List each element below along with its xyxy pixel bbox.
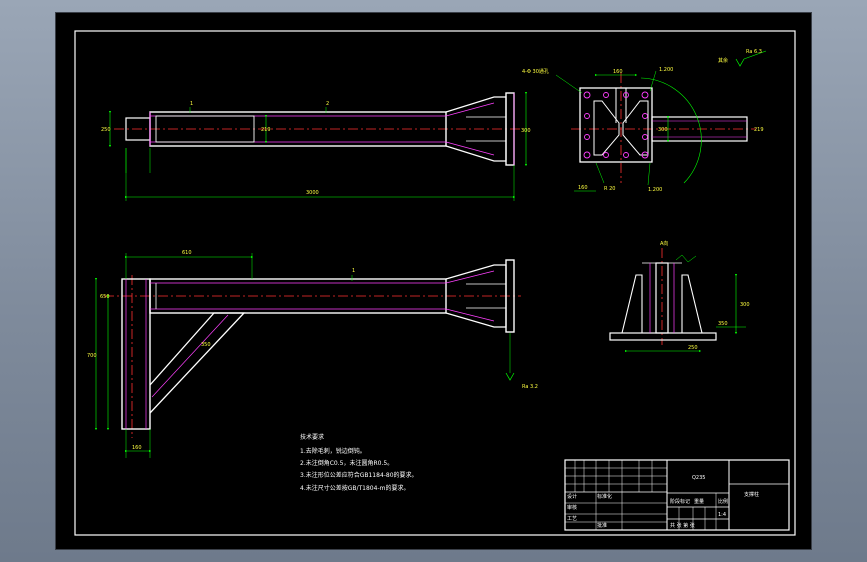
scale-value: 1:4 bbox=[718, 512, 726, 518]
vertical-column bbox=[121, 278, 151, 430]
front-view: 610 700 650 160 350 1 Ra 3.2 bbox=[87, 250, 538, 458]
cad-drawing: 3000 250 219 300 1 2 bbox=[74, 30, 796, 536]
front-marker-1: 1 bbox=[352, 268, 355, 274]
left-height-label: 250 bbox=[101, 127, 111, 133]
process-label: 工艺 bbox=[567, 516, 577, 522]
front-bottom-dim: 160 bbox=[132, 445, 142, 451]
detail-view: A向 300 250 350 bbox=[609, 240, 750, 353]
top-view: 3000 250 219 300 1 2 bbox=[101, 91, 531, 201]
material-label: Q235 bbox=[692, 475, 705, 481]
marker-2: 2 bbox=[326, 101, 329, 107]
front-top-length: 610 bbox=[182, 250, 192, 256]
insert-sleeve bbox=[155, 115, 255, 143]
brace-label: 350 bbox=[201, 342, 211, 348]
front-inner-height: 650 bbox=[100, 294, 110, 300]
standard-label: 标准化 bbox=[597, 493, 612, 500]
end-side-dim: 300 bbox=[658, 127, 668, 133]
stage-label: 阶段标记 bbox=[670, 498, 690, 505]
weight-label: 重量 bbox=[694, 498, 704, 505]
designer-label: 设计 bbox=[567, 493, 577, 500]
front-roughness: Ra 3.2 bbox=[522, 384, 538, 390]
drawing-sheet: 3000 250 219 300 1 2 bbox=[56, 13, 811, 549]
end-note-top-right: 1.200 bbox=[659, 67, 673, 73]
right-height-label: 300 bbox=[521, 128, 531, 134]
roughness-value: Ra 6.3 bbox=[746, 49, 762, 55]
end-right-dim: 219 bbox=[754, 127, 764, 133]
end-note-bottom-right: 1.200 bbox=[648, 187, 662, 193]
approval-label: 批准 bbox=[597, 522, 607, 529]
stub-tube bbox=[651, 116, 748, 142]
front-left-height: 700 bbox=[87, 353, 97, 359]
tech-title: 技术要求 bbox=[300, 433, 324, 441]
bolt-holes bbox=[583, 91, 649, 159]
scale-label: 比例 bbox=[718, 498, 728, 505]
end-bottom-dim: 160 bbox=[578, 185, 588, 191]
detail-base-width: 350 bbox=[718, 321, 728, 327]
front-flange bbox=[505, 259, 515, 333]
end-width-label: 160 bbox=[613, 69, 623, 75]
tech-line-2: 2.未注倒角C0.5，未注圆角R0.5。 bbox=[300, 459, 393, 467]
detail-base bbox=[609, 332, 717, 341]
tech-line-1: 1.去除毛刺，锐边倒钝。 bbox=[300, 447, 366, 455]
sheet-label: 共 张 第 张 bbox=[670, 522, 695, 529]
overall-length-label: 3000 bbox=[306, 190, 319, 196]
diagonal-brace bbox=[149, 312, 246, 414]
detail-title: A向 bbox=[660, 240, 668, 247]
end-view: 160 160 300 219 4-Φ 30通孔 1.200 R 20 1.20… bbox=[522, 49, 767, 193]
end-note-top-left: 4-Φ 30通孔 bbox=[522, 68, 549, 75]
title-block bbox=[564, 459, 790, 531]
detail-bottom-dim: 250 bbox=[688, 345, 698, 351]
tube-dim-label: 219 bbox=[261, 127, 271, 133]
tech-line-3: 3.未注形位公差应符合GB1184-80的要求。 bbox=[300, 471, 418, 479]
horizontal-arm bbox=[149, 278, 447, 314]
roughness-label: 其余 bbox=[718, 57, 728, 64]
part-name: 支撑柱 bbox=[744, 491, 759, 498]
tech-requirements: 技术要求 1.去除毛刺，锐边倒钝。 2.未注倒角C0.5，未注圆角R0.5。 3… bbox=[300, 433, 418, 492]
title-block-text: Q235 支撑柱 设计 标准化 审核 工艺 批准 阶段标记 重量 比例 1:4 … bbox=[567, 475, 759, 529]
marker-1: 1 bbox=[190, 101, 193, 107]
inner-frame bbox=[74, 30, 796, 536]
checker-label: 审核 bbox=[567, 504, 577, 511]
end-note-bottom-left: R 20 bbox=[604, 186, 615, 192]
tech-line-4: 4.未注尺寸公差按GB/T1804-m的要求。 bbox=[300, 484, 409, 492]
detail-height: 300 bbox=[740, 302, 750, 308]
